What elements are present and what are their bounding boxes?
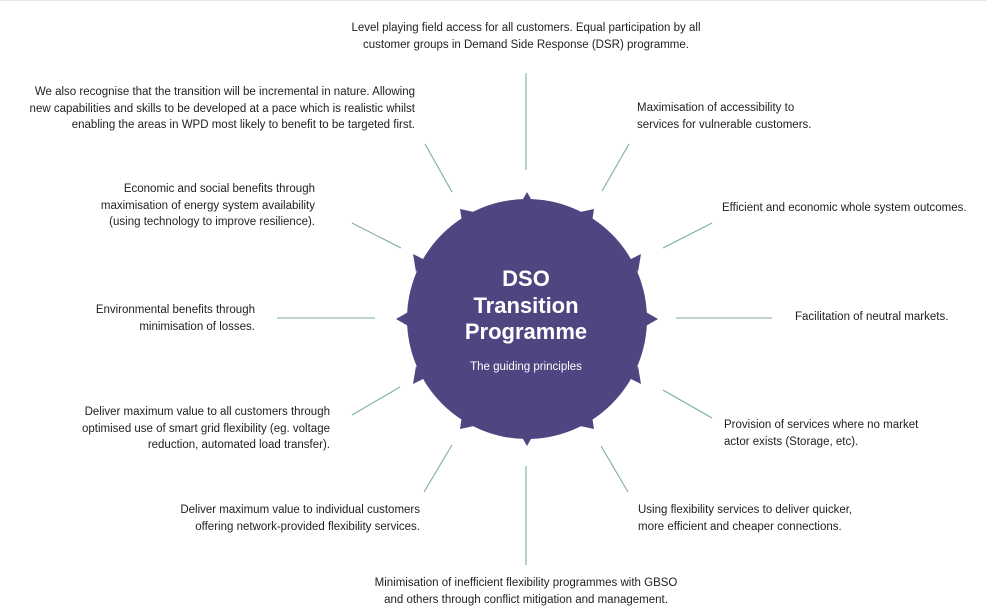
principle-economic-social: Economic and social benefits through max… — [101, 181, 315, 231]
connector-efficient — [662, 222, 713, 249]
hub-subtitle: The guiding principles — [470, 361, 582, 373]
principle-smart-grid-line-2: optimised use of smart grid flexibility … — [82, 422, 330, 435]
principle-top: Level playing field access for all custo… — [326, 20, 726, 53]
connector-incremental — [424, 143, 453, 193]
principle-no-market-actor-line-2: actor exists (Storage, etc). — [724, 435, 859, 448]
principle-neutral-markets-line-1: Facilitation of neutral markets. — [795, 311, 949, 323]
principle-individual-customers: Deliver maximum value to individual cust… — [180, 502, 420, 535]
principle-flexibility-line-1: Using flexibility services to deliver qu… — [638, 504, 853, 516]
principle-economic-line-1: Economic and social benefits through — [123, 183, 315, 195]
principle-economic-line-2: maximisation of energy system availabili… — [100, 199, 315, 212]
hub-title-line-2: Transition — [473, 292, 579, 318]
principle-accessibility: Maximisation of accessibility to service… — [637, 100, 811, 133]
principle-incremental-line-3: enabling the areas in WPD most likely to… — [71, 119, 415, 131]
dso-hub-badge — [396, 192, 658, 446]
principle-efficient-line-1: Efficient and economic whole system outc… — [722, 202, 967, 214]
connector-economic-social — [351, 222, 402, 249]
principle-smart-grid-line-3: reduction, automated load transfer). — [147, 439, 330, 451]
principle-no-market-actor-line-1: Provision of services where no market — [724, 419, 919, 431]
hub-title-line-1: DSO — [502, 266, 550, 291]
principle-individual-line-2: offering network-provided flexibility se… — [195, 520, 420, 533]
principle-no-market-actor: Provision of services where no market ac… — [724, 417, 918, 450]
principle-economic-line-3: (using technology to improve resilience)… — [109, 216, 315, 228]
connector-accessibility — [601, 143, 630, 192]
principle-neutral-markets: Facilitation of neutral markets. — [795, 309, 948, 326]
principle-efficient: Efficient and economic whole system outc… — [722, 200, 967, 217]
principle-top-line-2: customer groups in Demand Side Response … — [363, 38, 689, 51]
principle-accessibility-line-2: services for vulnerable customers. — [637, 118, 812, 131]
principle-smart-grid: Deliver maximum value to all customers t… — [82, 404, 330, 454]
principle-accessibility-line-1: Maximisation of accessibility to — [637, 102, 795, 114]
connector-flexibility — [600, 445, 629, 493]
connector-smart-grid — [351, 386, 401, 416]
principle-environmental-line-2: minimisation of losses. — [139, 320, 255, 333]
principle-incremental: We also recognise that the transition wi… — [30, 84, 415, 134]
principle-incremental-line-2: new capabilities and skills to be develo… — [29, 102, 415, 115]
principle-smart-grid-line-1: Deliver maximum value to all customers t… — [84, 406, 330, 418]
hub-title-line-3: Programme — [464, 319, 588, 344]
principle-environmental-line-1: Environmental benefits through — [95, 304, 255, 316]
connector-individual — [423, 444, 453, 493]
connector-no-market-actor — [662, 389, 713, 419]
hub-title: DSO Transition Programme — [436, 266, 616, 346]
principle-flexibility-line-2: more efficient and cheaper connections. — [638, 520, 842, 533]
principle-bottom-line-2: and others through conflict mitigation a… — [384, 593, 668, 606]
principle-bottom: Minimisation of inefficient flexibility … — [326, 575, 726, 608]
top-divider — [0, 0, 986, 1]
principle-incremental-line-1: We also recognise that the transition wi… — [34, 86, 415, 98]
principle-top-line-1: Level playing field access for all custo… — [351, 22, 701, 34]
principle-bottom-line-1: Minimisation of inefficient flexibility … — [374, 577, 678, 589]
principle-flexibility-connections: Using flexibility services to deliver qu… — [638, 502, 852, 535]
principle-environmental: Environmental benefits through minimisat… — [96, 302, 255, 335]
principle-individual-line-1: Deliver maximum value to individual cust… — [180, 504, 420, 516]
